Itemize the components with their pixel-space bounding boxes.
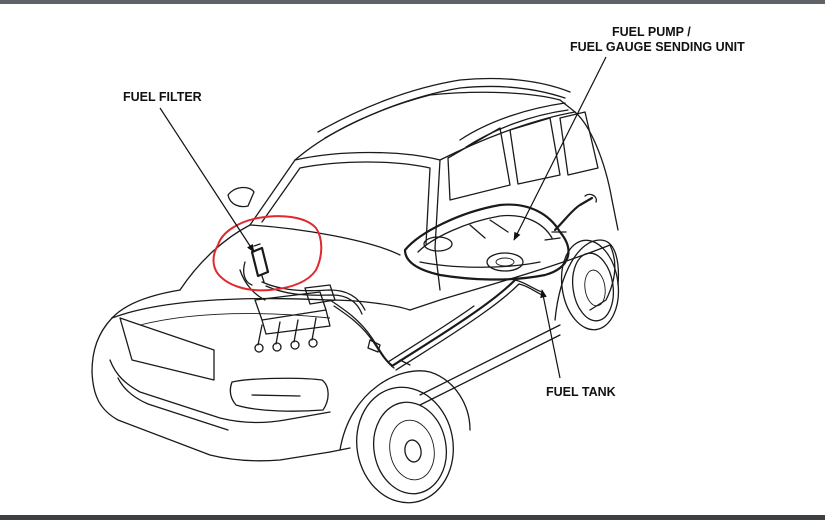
bottom-frame-border (0, 515, 825, 520)
car-body (91, 77, 619, 462)
fuel-tank-label: FUEL TANK (546, 385, 616, 399)
fuel-tank (403, 193, 597, 281)
fuel-pump-label: FUEL PUMP / (612, 25, 691, 39)
fuel-injector-rail (239, 269, 336, 353)
fuel-tank-leader (540, 289, 561, 379)
fuel-filter-leader (159, 107, 255, 253)
top-frame-border (0, 0, 825, 4)
fuel-gauge-sending-unit-label: FUEL GAUGE SENDING UNIT (570, 40, 745, 54)
fuel-filter (243, 243, 270, 286)
highlight-circle (212, 215, 323, 292)
fuel-filter-label: FUEL FILTER (123, 90, 202, 104)
fuel-pump-leader (513, 56, 607, 241)
wheels (339, 239, 620, 504)
